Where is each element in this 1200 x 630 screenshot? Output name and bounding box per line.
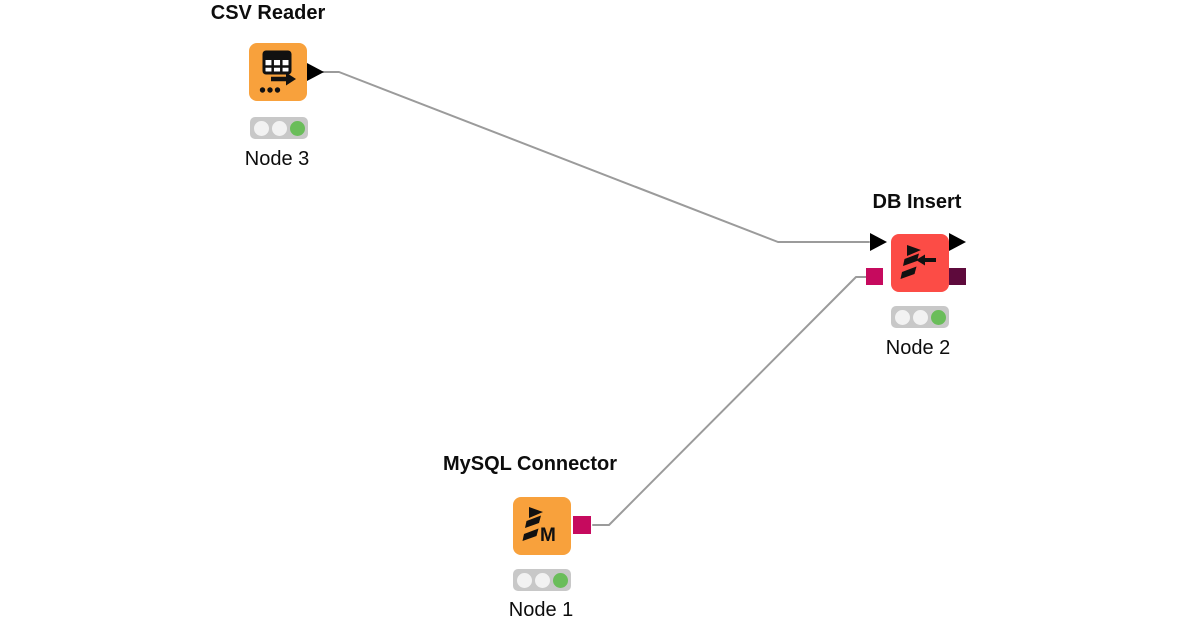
status-light-green-on	[552, 572, 568, 588]
port-csv-reader-output-data[interactable]	[307, 63, 324, 81]
mysql-database-icon: M	[522, 507, 556, 546]
status-light-red-off	[516, 572, 532, 588]
status-light-green-on	[289, 120, 305, 136]
node-mysql-connector[interactable]: M	[513, 497, 571, 555]
status-traffic-light-csv-reader	[250, 117, 308, 139]
status-traffic-light-mysql-connector	[513, 569, 571, 591]
port-mysql-connector-output-db-connection[interactable]	[573, 516, 591, 534]
node-title-mysql-connector[interactable]: MySQL Connector	[442, 453, 618, 475]
node-title-db-insert[interactable]: DB Insert	[872, 191, 962, 213]
node-csv-reader[interactable]	[249, 43, 307, 101]
status-light-green-on	[930, 309, 946, 325]
node-label-mysql-connector[interactable]: Node 1	[508, 599, 574, 621]
status-light-yellow-off	[912, 309, 928, 325]
node-title-csv-reader[interactable]: CSV Reader	[210, 2, 326, 24]
node-label-db-insert[interactable]: Node 2	[885, 337, 951, 359]
node-label-csv-reader[interactable]: Node 3	[244, 148, 310, 170]
connection-csv-reader-to-db-insert[interactable]	[322, 71, 870, 243]
node-db-insert[interactable]	[891, 234, 949, 292]
status-light-yellow-off	[534, 572, 550, 588]
connection-mysql-connector-to-db-insert[interactable]	[592, 276, 867, 526]
port-db-insert-output-data[interactable]	[949, 233, 966, 251]
db-insert-icon	[900, 245, 936, 279]
status-light-red-off	[894, 309, 910, 325]
svg-text:M: M	[540, 525, 556, 546]
port-db-insert-input-db-connection[interactable]	[866, 268, 883, 285]
status-traffic-light-db-insert	[891, 306, 949, 328]
status-light-yellow-off	[271, 120, 287, 136]
csv-table-export-icon	[259, 50, 296, 93]
port-db-insert-input-data[interactable]	[870, 233, 887, 251]
status-light-red-off	[253, 120, 269, 136]
port-db-insert-output-db-data[interactable]	[949, 268, 966, 285]
